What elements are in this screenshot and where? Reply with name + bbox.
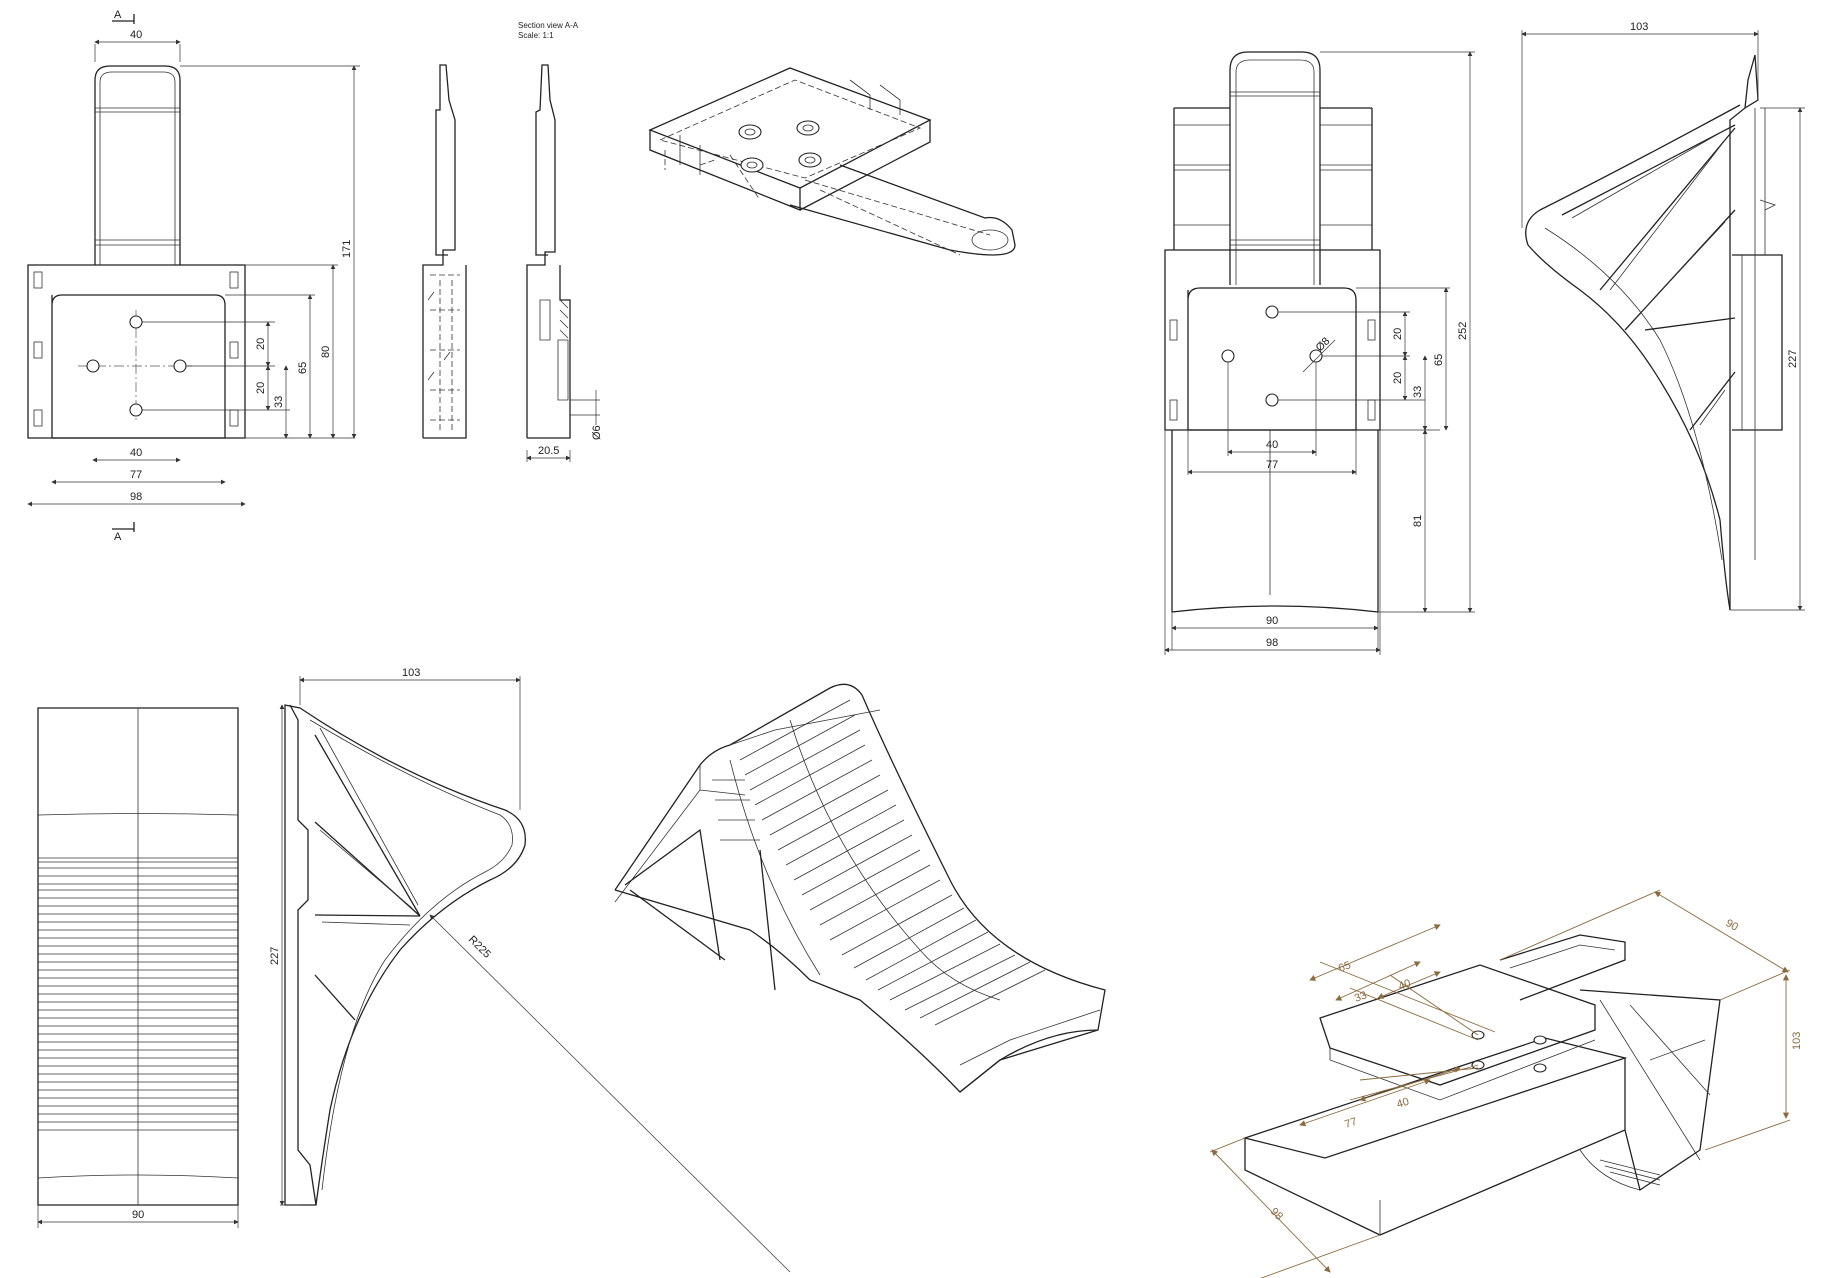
dim-98-right: 98 xyxy=(1266,637,1278,649)
isometric-dimensioned-view: 65 33 40 40 77 98 90 103 xyxy=(1209,889,1803,1278)
isometric-wheel-chock xyxy=(614,683,1106,1093)
dim-103-right: 103 xyxy=(1630,21,1648,33)
iso-dim-98: 98 xyxy=(1268,1206,1285,1223)
front-view-bottom: 90 xyxy=(37,707,239,1228)
dim-65-right: 65 xyxy=(1433,354,1445,366)
iso-dim-40a: 40 xyxy=(1397,977,1413,992)
section-mark-top: A xyxy=(114,9,122,21)
section-view-aa: Section view A-A Scale: 1:1 20.5 Ø6 xyxy=(518,21,603,462)
iso-dim-33: 33 xyxy=(1353,989,1369,1004)
dim-hole-v1: 20 xyxy=(255,338,267,350)
dim-40-right: 40 xyxy=(1266,439,1278,451)
dim-hole-v2: 20 xyxy=(255,382,267,394)
dim-radius: R225 xyxy=(466,934,493,961)
dim-thickness: 20.5 xyxy=(538,445,559,457)
iso-dim-103: 103 xyxy=(1791,1032,1803,1050)
dim-252-right: 252 xyxy=(1457,322,1469,340)
dim-227-right: 227 xyxy=(1787,350,1799,368)
dim-20b-right: 20 xyxy=(1392,372,1404,384)
iso-dim-90: 90 xyxy=(1724,917,1741,934)
dim-hole-dia-section: Ø6 xyxy=(591,425,603,440)
dim-90-front: 90 xyxy=(132,1209,144,1221)
dim-top-width: 40 xyxy=(130,29,142,41)
dim-103-bottom: 103 xyxy=(402,667,420,679)
iso-dim-77: 77 xyxy=(1343,1116,1358,1131)
dim-hole-spacing: 40 xyxy=(130,447,142,459)
iso-dim-40b: 40 xyxy=(1395,1096,1410,1111)
dim-171: 171 xyxy=(341,240,353,258)
side-view-profile xyxy=(422,64,467,439)
dim-base-inner: 77 xyxy=(130,469,142,481)
dim-90-right: 90 xyxy=(1266,615,1278,627)
dim-77-right: 77 xyxy=(1266,459,1278,471)
section-mark-bottom: A xyxy=(114,531,122,543)
side-view-bottom: 103 227 R225 xyxy=(269,667,791,1273)
isometric-xray-view xyxy=(648,67,1016,256)
section-note-line2: Scale: 1:1 xyxy=(518,31,554,40)
plan-view-top-right: Ø8 20 20 33 65 81 252 40 77 90 98 xyxy=(1164,51,1475,655)
dim-227-bottom: 227 xyxy=(269,947,281,965)
dim-81-right: 81 xyxy=(1412,515,1424,527)
plan-view-top-left: A A 40 40 77 98 20 xyxy=(27,9,360,543)
dim-80: 80 xyxy=(320,346,332,358)
dim-33: 33 xyxy=(273,396,285,408)
side-view-right: 103 227 xyxy=(1521,21,1805,611)
dim-33-right: 33 xyxy=(1412,386,1424,398)
dim-65: 65 xyxy=(297,362,309,374)
iso-dim-65: 65 xyxy=(1337,959,1353,974)
dim-base-outer: 98 xyxy=(130,491,142,503)
section-note-line1: Section view A-A xyxy=(518,21,579,30)
dim-20a-right: 20 xyxy=(1392,328,1404,340)
